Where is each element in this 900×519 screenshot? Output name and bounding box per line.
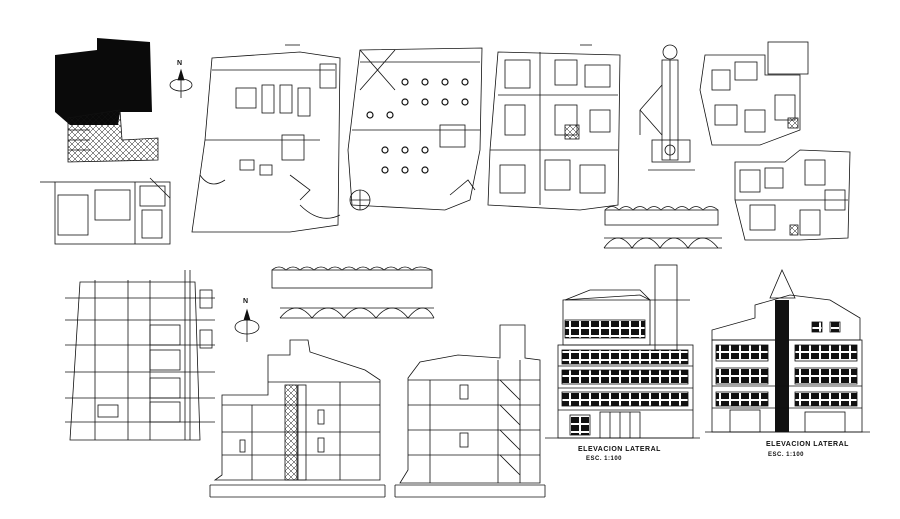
elevation-2-scale: ESC. 1:100 [768, 452, 805, 458]
building-section-2 [394, 324, 546, 498]
truss-detail-1 [603, 206, 722, 249]
elevation-lateral-2 [705, 269, 870, 433]
ground-floor-plan-left [40, 177, 171, 245]
floor-plan-2 [191, 44, 341, 233]
elevation-1-scale: ESC. 1:100 [586, 456, 623, 462]
truss-detail-2 [271, 266, 435, 319]
column-detail [639, 44, 695, 171]
floor-plan-4 [487, 44, 621, 211]
roof-plan [55, 38, 159, 163]
floor-plan-3 [347, 47, 483, 211]
north-arrow-top-letter: N [177, 60, 183, 67]
floor-plan-5 [699, 41, 809, 146]
north-arrow-top [169, 68, 193, 98]
north-arrow-bottom [234, 308, 260, 342]
elevation-lateral-1 [545, 264, 700, 439]
floor-plan-6 [734, 149, 851, 241]
elevation-2-title: ELEVACION LATERAL [766, 441, 849, 448]
elevation-1-title: ELEVACION LATERAL [578, 446, 661, 453]
structural-grid-plan [65, 270, 215, 441]
north-arrow-bottom-letter: N [243, 298, 249, 305]
building-section-1 [209, 339, 386, 498]
